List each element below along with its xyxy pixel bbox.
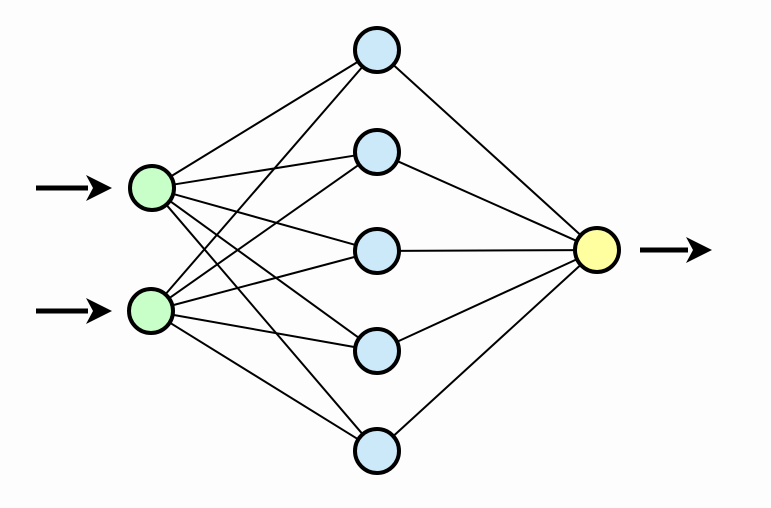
- input-arrow-1-head: [86, 175, 112, 201]
- edge-i2-h3: [171, 255, 357, 307]
- edge-i1-h1: [169, 60, 360, 178]
- edge-i2-h1: [163, 65, 365, 296]
- input-node-2[interactable]: [127, 287, 175, 335]
- edge-h2-o1: [395, 159, 579, 243]
- hidden-node-2[interactable]: [353, 128, 401, 176]
- edge-h3-o1: [397, 249, 577, 252]
- edge-h1-o1: [391, 63, 583, 237]
- edge-i1-h3: [171, 192, 358, 247]
- output-node-1[interactable]: [573, 226, 621, 274]
- input-node-1[interactable]: [128, 164, 176, 212]
- hidden-node-4[interactable]: [353, 327, 401, 375]
- edge-group: [163, 60, 583, 441]
- node-group: [127, 26, 621, 475]
- io-arrow-group: [36, 175, 712, 324]
- hidden-node-5[interactable]: [353, 427, 401, 475]
- input-arrow-2-head: [86, 298, 112, 324]
- edge-i2-h2: [167, 163, 361, 300]
- edge-i2-h5: [168, 321, 360, 441]
- hidden-node-1[interactable]: [353, 26, 401, 74]
- edge-i1-h2: [172, 154, 357, 186]
- edge-h5-o1: [391, 263, 583, 438]
- edge-i2-h4: [171, 313, 357, 349]
- edge-i1-h5: [164, 203, 365, 436]
- edge-h4-o1: [395, 257, 579, 344]
- hidden-node-3[interactable]: [353, 227, 401, 275]
- output-arrow-1-head: [686, 237, 712, 263]
- edge-i1-h4: [168, 199, 361, 340]
